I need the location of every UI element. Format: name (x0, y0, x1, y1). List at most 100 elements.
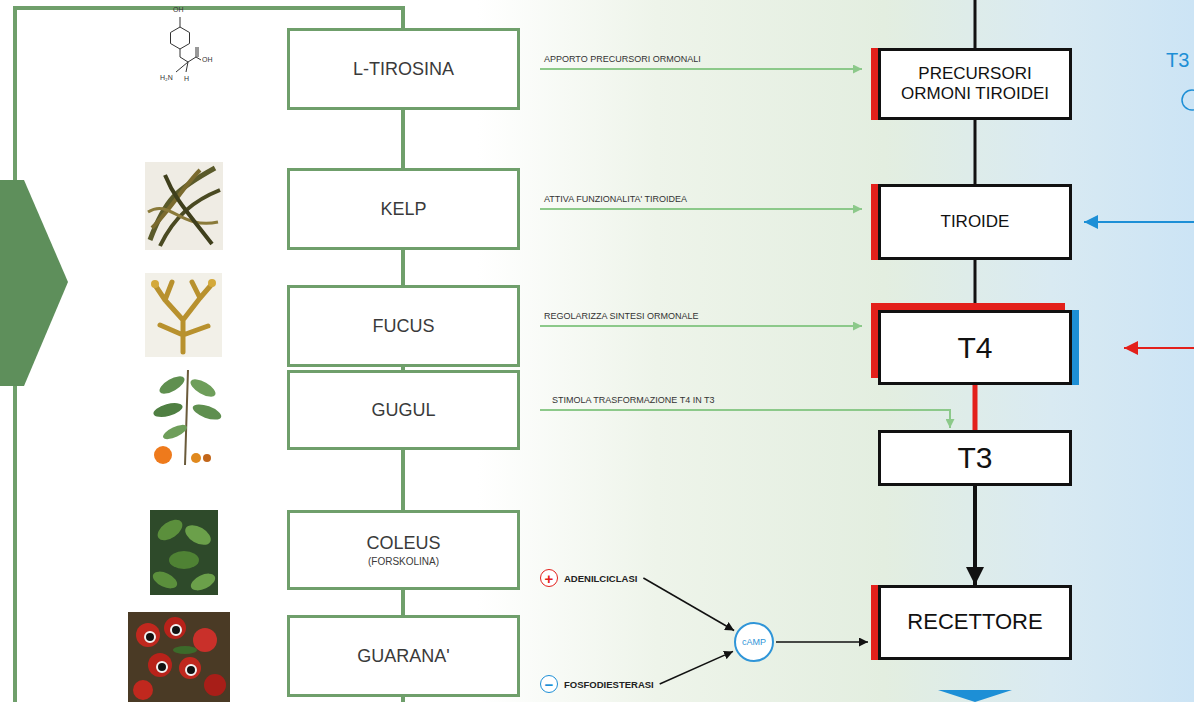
node-text: COLEUS (366, 533, 440, 554)
node-text: − (540, 675, 558, 693)
bond (180, 17, 181, 27)
fruit (204, 674, 226, 696)
connector (643, 578, 734, 631)
enzyme-effect: −FOSFODIESTERASI (540, 672, 654, 696)
guarana-illustration (128, 612, 230, 702)
edge-label: ATTIVA FUNZIONALITA' TIROIDEA (544, 195, 687, 204)
fucus-illustration (145, 273, 222, 357)
leaf (188, 570, 217, 594)
bond (180, 57, 188, 62)
kelp-strand (165, 175, 212, 244)
coleus-illustration (150, 510, 218, 595)
ingredient-box: COLEUS(FORSKOLINA) (287, 510, 520, 590)
node-text: FUCUS (373, 316, 435, 337)
node-text: TIROIDE (941, 212, 1010, 232)
fruit (136, 623, 160, 647)
connector (660, 651, 733, 684)
fruit (203, 454, 211, 462)
node-text: cAMP (742, 637, 766, 647)
connector (974, 260, 977, 310)
fruit (193, 628, 217, 652)
plant-stem (185, 370, 188, 465)
node-text: KELP (380, 199, 426, 220)
fucus-tip (208, 279, 216, 287)
enzyme-effect: + ADENILCICLASI (540, 566, 637, 590)
hormone-box: T3 (878, 430, 1072, 486)
leaf (154, 515, 186, 544)
leaf (191, 401, 223, 423)
fruit (148, 653, 172, 677)
tyrosine-structure (171, 17, 202, 72)
messenger-circle: cAMP (734, 622, 774, 662)
leaf (157, 373, 187, 397)
fruit (154, 446, 172, 464)
ingredient-box: L-TIROSINA (287, 28, 520, 110)
connector (540, 208, 862, 210)
atom-label: OH (173, 6, 184, 13)
photo-ground (150, 510, 218, 595)
feedback-arrow (1084, 221, 1194, 223)
stage-box: TIROIDE (878, 184, 1072, 260)
ingredient-box: GUARANA' (287, 615, 520, 697)
fruit (164, 617, 186, 639)
connector (776, 641, 868, 643)
kelp-strand (148, 208, 218, 223)
photo-ground (145, 273, 222, 357)
chain-line (974, 0, 977, 48)
hormone-label: T3 (1166, 50, 1189, 70)
seed (171, 625, 181, 635)
node-subtext: ADENILCICLASI (564, 573, 637, 584)
chevron-arrow (0, 180, 68, 386)
leaf (169, 551, 199, 569)
connector (540, 325, 862, 327)
receptor-box: RECETTORE (878, 585, 1072, 660)
stage-box: PRECURSORI ORMONI TIROIDEI (878, 48, 1072, 120)
bond (198, 47, 199, 57)
node-text: GUARANA' (357, 646, 449, 667)
atom-label: H (184, 75, 189, 82)
edge-label: STIMOLA TRASFORMAZIONE T4 IN T3 (552, 396, 715, 405)
edge-label: REGOLARIZZA SINTESI ORMONALE (544, 312, 699, 321)
fruit (191, 453, 201, 463)
kelp-illustration (145, 162, 223, 250)
fruit (133, 680, 153, 700)
hormone-box: T4 (878, 310, 1072, 385)
bond (188, 57, 196, 62)
leaf (152, 400, 184, 419)
leaf (188, 376, 218, 400)
seed (157, 662, 167, 672)
bond (180, 49, 181, 57)
atom-label: OH (202, 56, 213, 63)
benzene-ring (171, 27, 190, 49)
ingredient-box: FUCUS (287, 285, 520, 367)
leaf (182, 521, 214, 549)
node-text: T4 (957, 330, 992, 366)
bond (196, 47, 197, 57)
bond (196, 57, 201, 60)
connector (973, 385, 978, 430)
connector (540, 410, 950, 428)
sign-circle (1182, 90, 1194, 110)
node-text: T3 (957, 440, 992, 476)
feedback-arrow (1124, 347, 1194, 349)
connector (974, 120, 977, 184)
atom-label: H₂N (160, 74, 173, 81)
edge-label: APPORTO PRECURSORI ORMONALI (544, 55, 701, 64)
fucus-branch (155, 282, 212, 352)
ingredient-box: GUGUL (287, 370, 520, 450)
gugul-illustration (152, 370, 223, 465)
leaf (150, 568, 179, 592)
node-text: L-TIROSINA (353, 59, 454, 80)
node-text: + (540, 569, 558, 587)
node-text: PRECURSORI ORMONI TIROIDEI (889, 64, 1061, 105)
node-text: GUGUL (371, 400, 435, 421)
seed (186, 665, 196, 675)
leaf (161, 422, 189, 442)
output-marker (938, 690, 1012, 702)
seed (145, 632, 155, 642)
fucus-tip (151, 280, 159, 288)
connector (540, 68, 862, 70)
fruit (179, 657, 201, 679)
node-text: RECETTORE (907, 609, 1042, 635)
